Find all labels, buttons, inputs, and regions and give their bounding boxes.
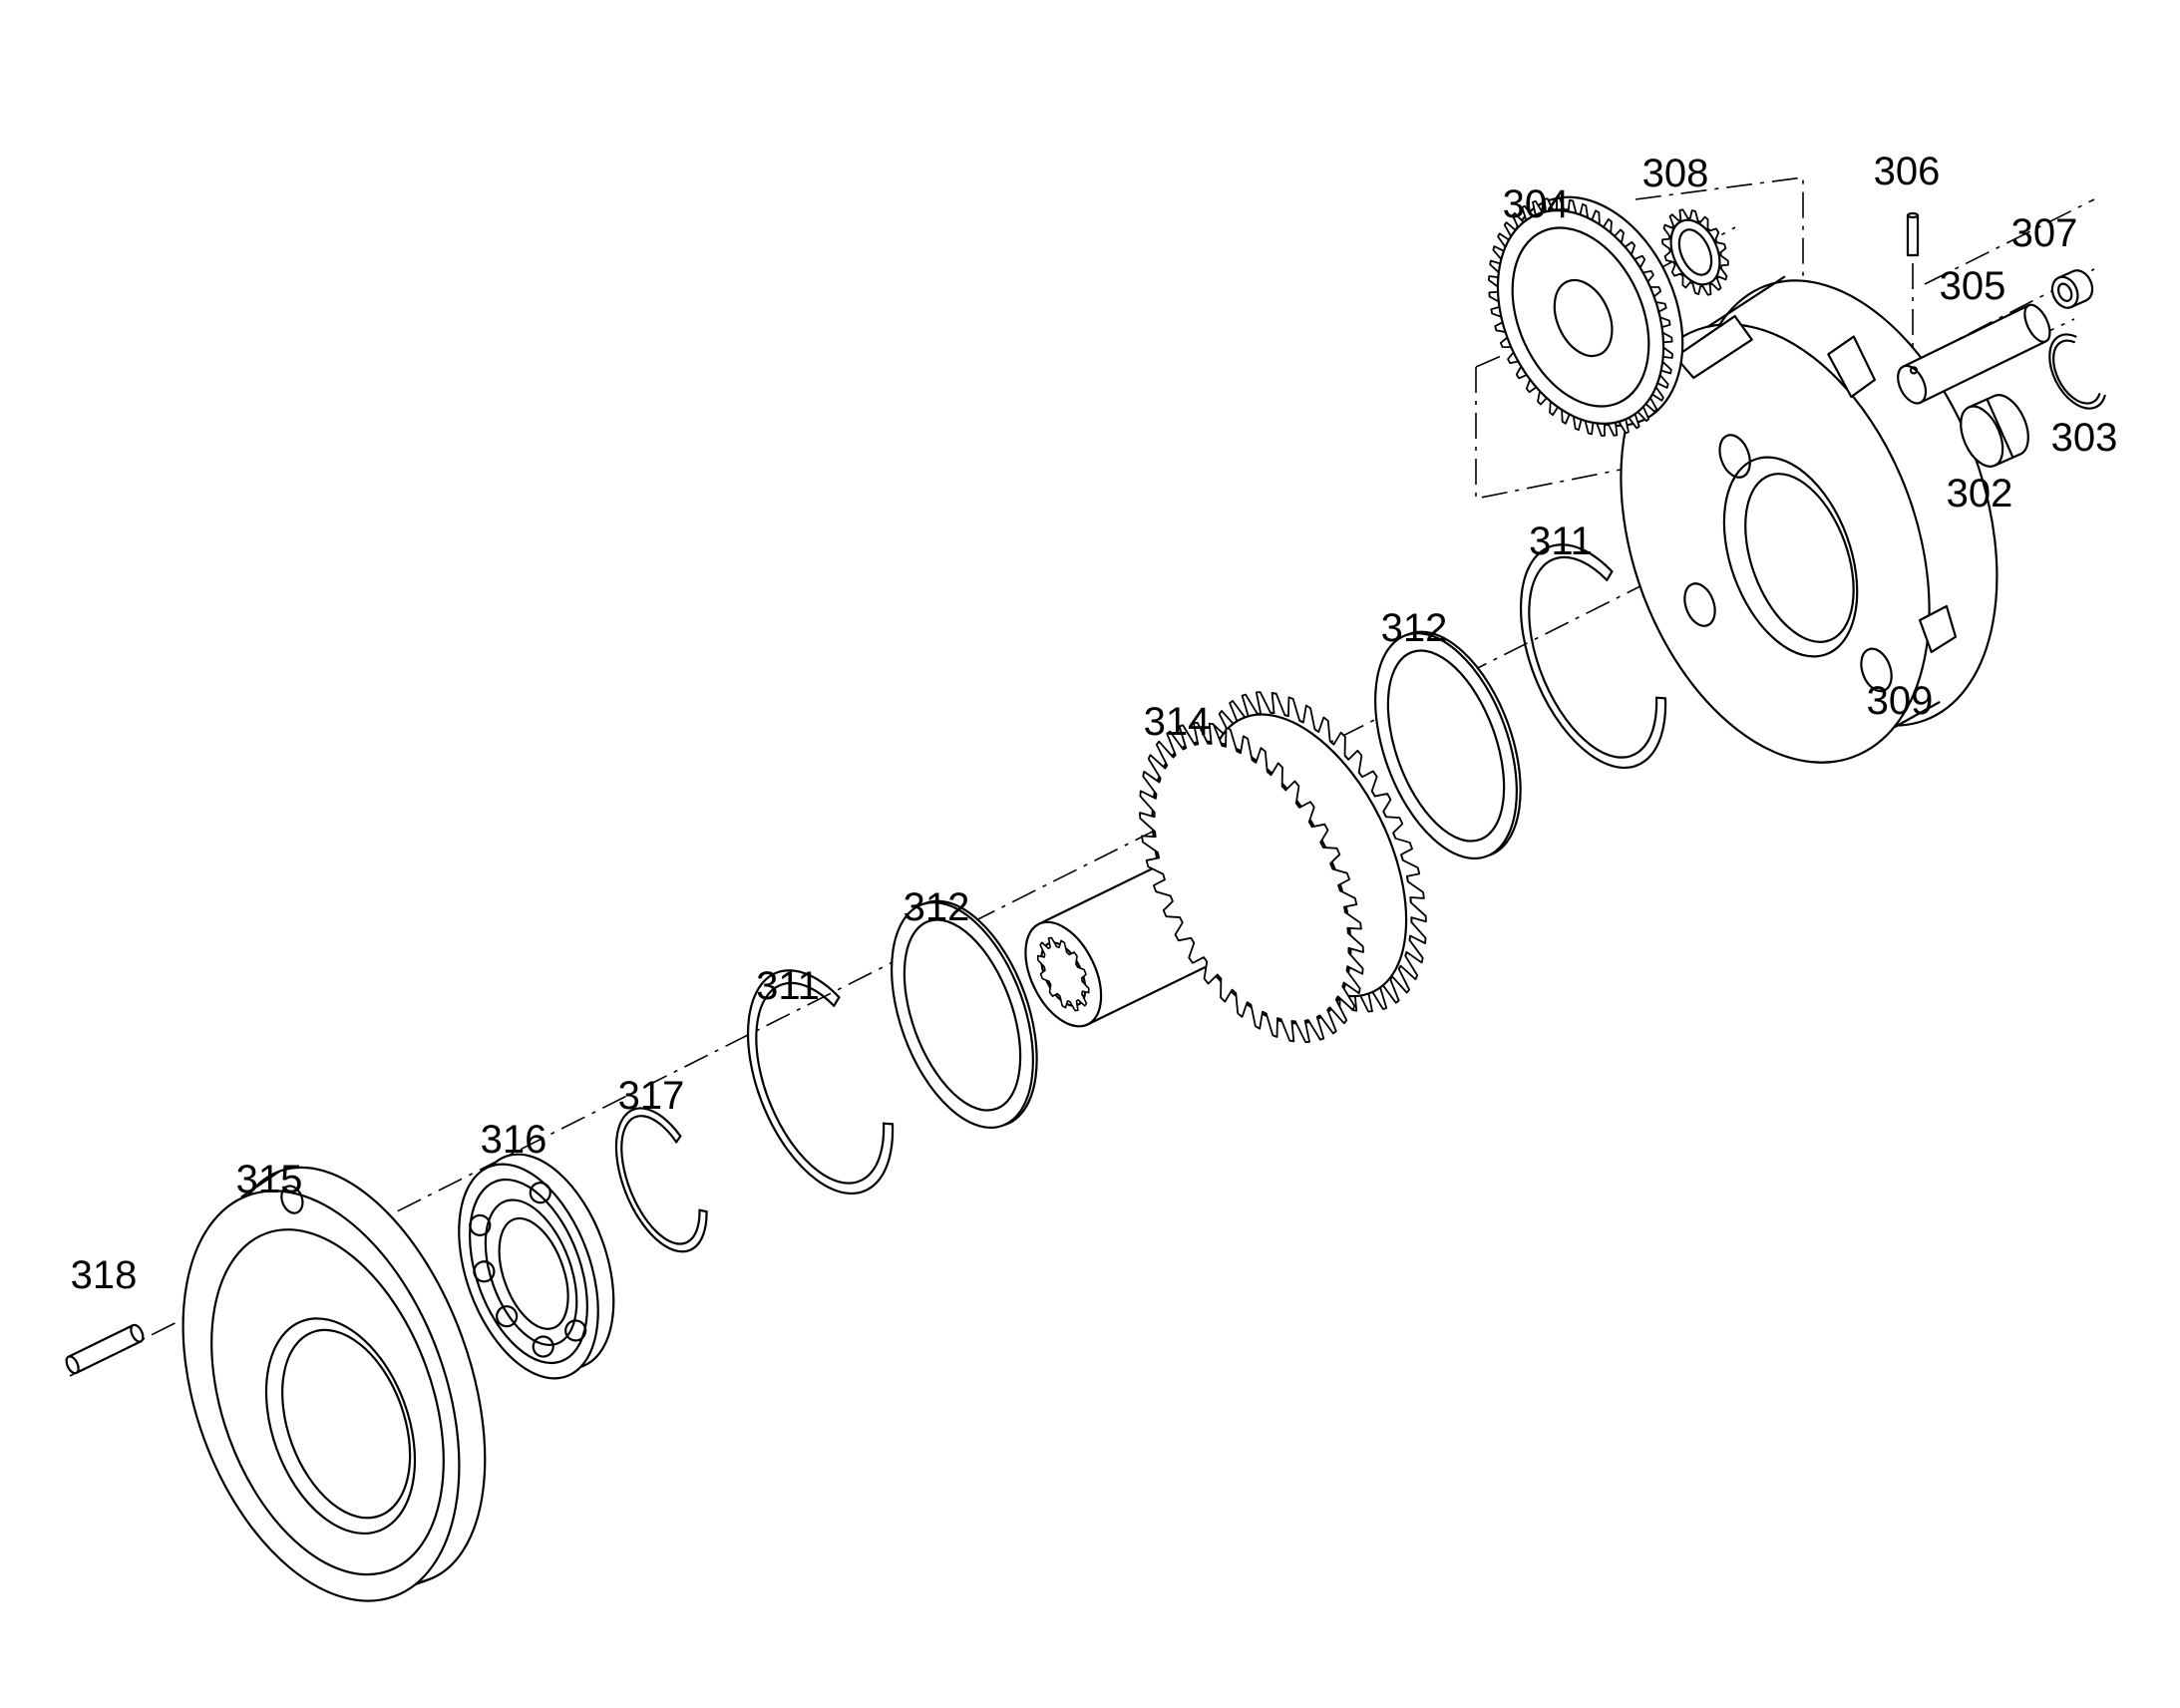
callout-p316: 316 bbox=[481, 1118, 547, 1162]
thrust-washer-icon bbox=[1374, 630, 1522, 859]
callout-p312b: 312 bbox=[904, 885, 970, 929]
snap-ring-icon bbox=[746, 969, 895, 1195]
callout-p304: 304 bbox=[1503, 182, 1570, 226]
callout-p307: 307 bbox=[2011, 211, 2078, 255]
callout-p309: 309 bbox=[1867, 679, 1934, 723]
roll-pin-icon bbox=[1906, 211, 1920, 257]
spur-gear-icon bbox=[1488, 195, 1684, 437]
flange-icon bbox=[182, 1166, 487, 1602]
callout-p315: 315 bbox=[236, 1158, 303, 1201]
callout-p317: 317 bbox=[618, 1074, 685, 1118]
ball-bearing-icon bbox=[458, 1153, 615, 1380]
plug-icon bbox=[2050, 269, 2094, 309]
callout-p312a: 312 bbox=[1381, 606, 1448, 650]
part-callouts: 302 303 304 305 306 307 308 309 311 311 312 312 314 3… bbox=[71, 150, 2118, 1297]
callout-p314: 314 bbox=[1144, 700, 1211, 744]
pin-shaft-icon bbox=[1897, 303, 2051, 405]
snap-ring-icon bbox=[2048, 333, 2106, 410]
dowel-pin-icon bbox=[65, 1323, 145, 1375]
callout-p305: 305 bbox=[1940, 264, 2006, 308]
bearing-cap-icon bbox=[1960, 394, 2029, 468]
callout-p306: 306 bbox=[1874, 150, 1941, 193]
callout-p308: 308 bbox=[1642, 152, 1709, 195]
snap-ring-icon bbox=[1519, 543, 1667, 769]
callout-p311a: 311 bbox=[1529, 519, 1593, 563]
callout-p311b: 311 bbox=[756, 964, 820, 1008]
callout-p303: 303 bbox=[2051, 416, 2118, 460]
thrust-washer-icon bbox=[891, 899, 1038, 1129]
gear-shaft-icon bbox=[1024, 691, 1427, 1044]
retaining-ring-icon bbox=[614, 1107, 708, 1253]
callout-p302: 302 bbox=[1947, 472, 2013, 515]
needle-bearing-icon bbox=[1661, 208, 1729, 296]
callout-p318: 318 bbox=[71, 1253, 138, 1297]
